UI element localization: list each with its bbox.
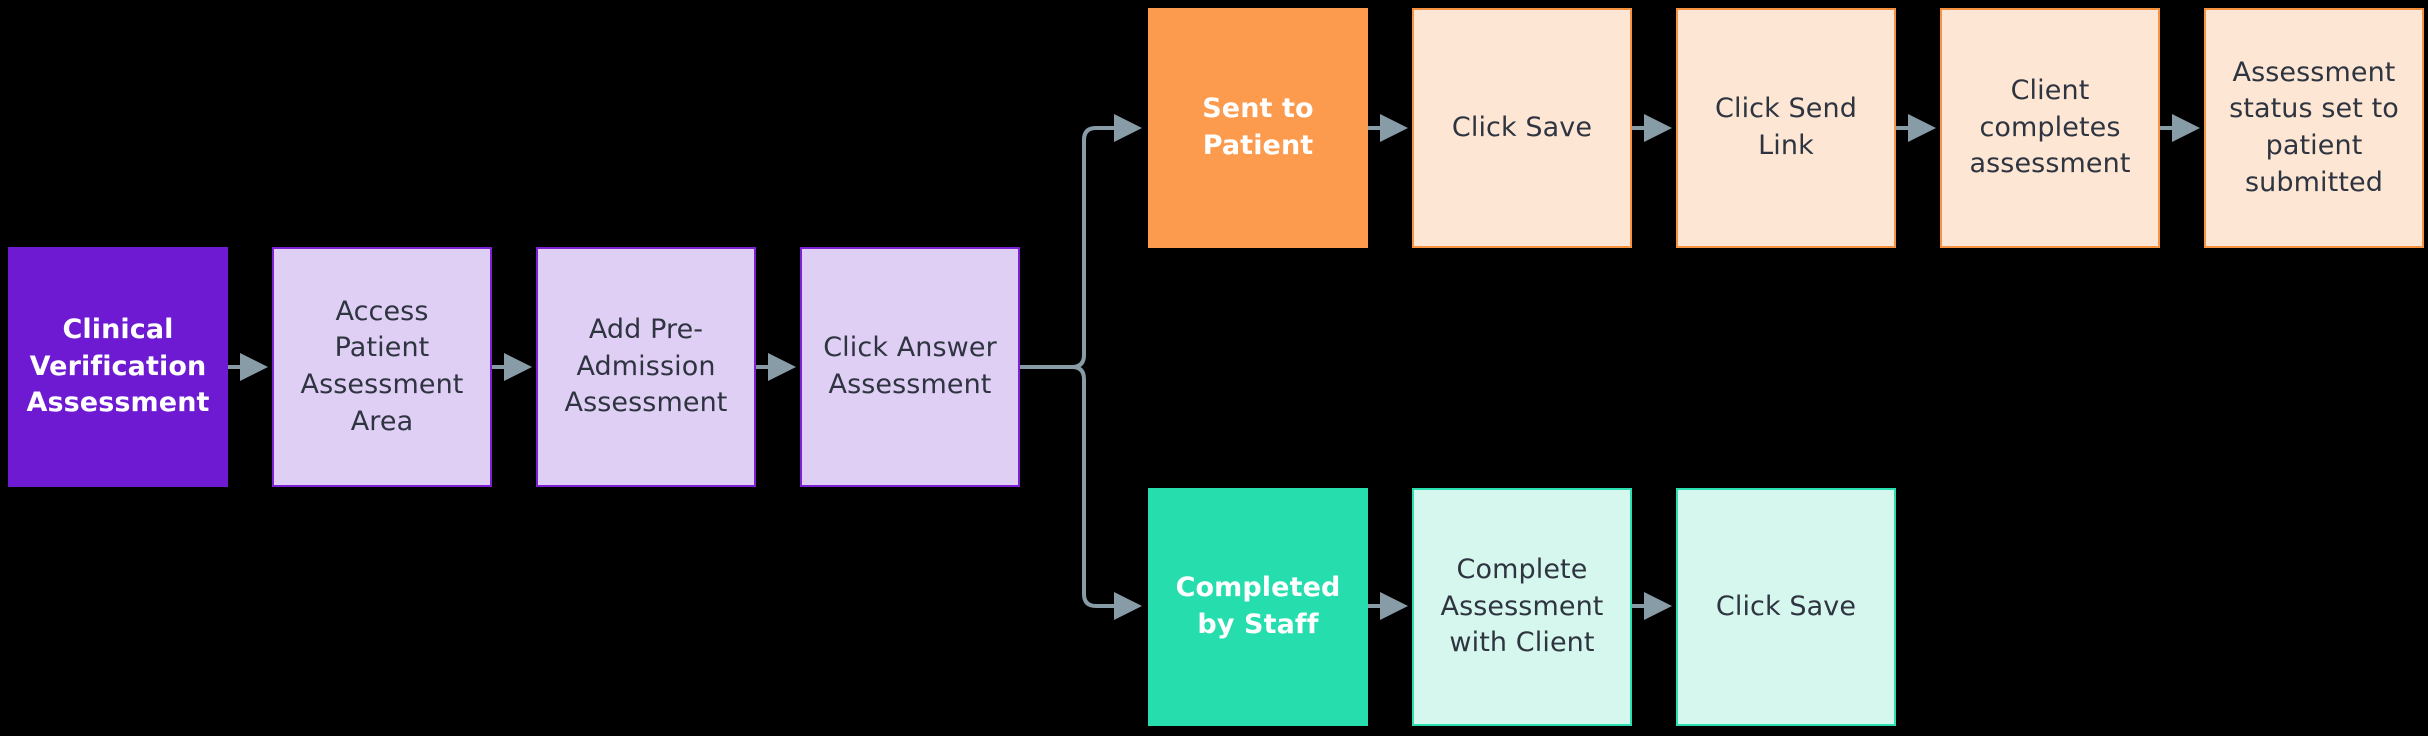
node-click-save-top[interactable]: Click Save bbox=[1412, 8, 1632, 248]
node-label: Completed by Staff bbox=[1175, 572, 1341, 640]
node-click-answer-assessment[interactable]: Click Answer Assessment bbox=[800, 247, 1020, 487]
node-sent-to-patient[interactable]: Sent to Patient bbox=[1148, 8, 1368, 248]
node-completed-by-staff[interactable]: Completed by Staff bbox=[1148, 488, 1368, 726]
node-label: Sent to Patient bbox=[1202, 93, 1314, 161]
node-click-send-link[interactable]: Click Send Link bbox=[1676, 8, 1896, 248]
node-label: Click Answer Assessment bbox=[823, 332, 997, 400]
node-label: Click Save bbox=[1451, 111, 1593, 143]
edge-branch-to-sent-to-patient bbox=[1020, 114, 1142, 369]
node-add-pre-admission-assessment[interactable]: Add Pre- Admission Assessment bbox=[536, 247, 756, 487]
node-label: Access Patient Assessment Area bbox=[300, 295, 464, 437]
node-client-completes-assessment[interactable]: Client completes assessment bbox=[1940, 8, 2160, 248]
node-label: Click Send Link bbox=[1715, 93, 1857, 161]
node-click-save-bottom[interactable]: Click Save bbox=[1676, 488, 1896, 726]
node-label: Click Save bbox=[1715, 590, 1857, 622]
node-label: Assessment status set to patient submitt… bbox=[2229, 56, 2399, 198]
edge-branch-to-completed-by-staff bbox=[1020, 365, 1142, 620]
node-clinical-verification-assessment[interactable]: Clinical Verification Assessment bbox=[8, 247, 228, 487]
node-access-patient-assessment-area[interactable]: Access Patient Assessment Area bbox=[272, 247, 492, 487]
node-label: Client completes assessment bbox=[1969, 74, 2131, 180]
node-complete-assessment-with-client[interactable]: Complete Assessment with Client bbox=[1412, 488, 1632, 726]
node-label: Complete Assessment with Client bbox=[1440, 553, 1604, 659]
node-label: Clinical Verification Assessment bbox=[26, 313, 210, 419]
node-assessment-status-patient-submitted[interactable]: Assessment status set to patient submitt… bbox=[2204, 8, 2424, 248]
node-label: Add Pre- Admission Assessment bbox=[564, 313, 728, 419]
